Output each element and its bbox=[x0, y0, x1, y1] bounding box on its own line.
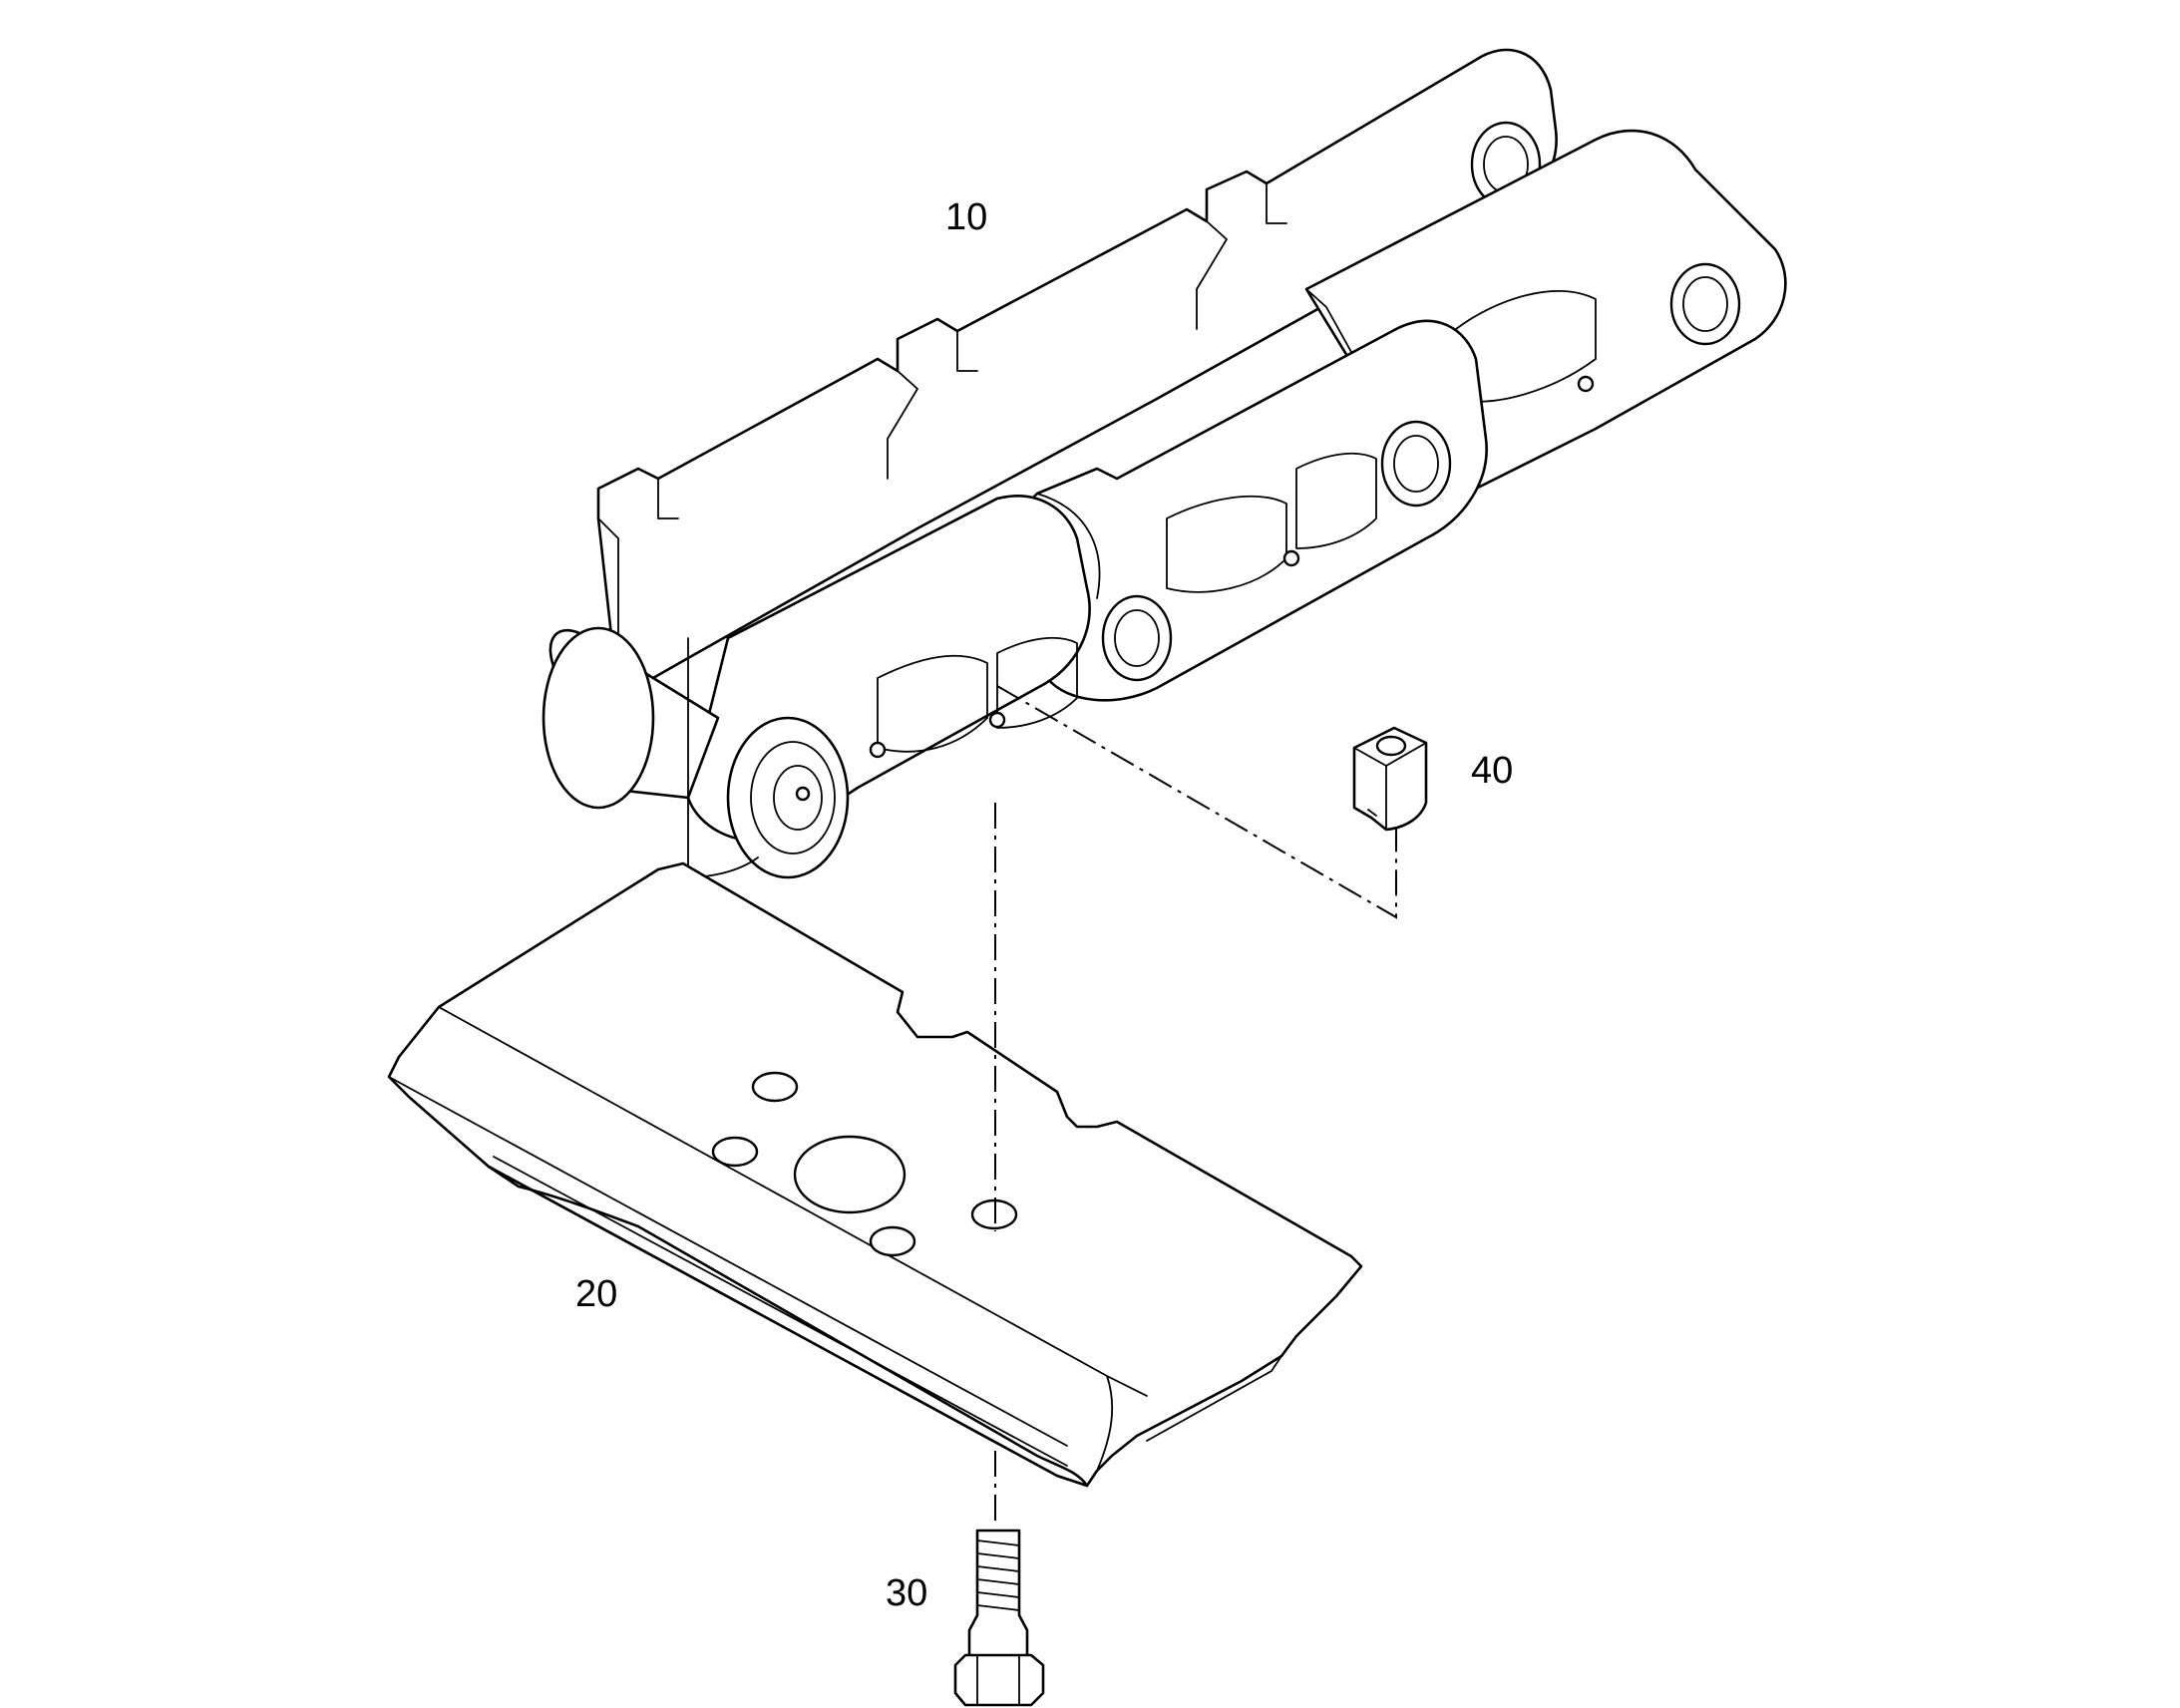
shoe-nut[interactable] bbox=[1352, 726, 1428, 832]
callout-track-shoe: 20 bbox=[575, 1273, 617, 1315]
track-chain[interactable] bbox=[542, 48, 1787, 879]
nut-leader-line bbox=[996, 685, 1397, 919]
callout-labels: 10 20 30 40 bbox=[575, 196, 1513, 1614]
chain-bushing bbox=[542, 626, 850, 879]
callout-shoe-nut: 40 bbox=[1471, 750, 1513, 792]
callout-track-chain: 10 bbox=[945, 196, 987, 238]
track-shoe[interactable] bbox=[387, 861, 1363, 1488]
assembly-centerlines bbox=[994, 685, 1397, 1526]
shoe-bolt[interactable] bbox=[953, 1529, 1045, 1707]
callout-shoe-bolt: 30 bbox=[886, 1572, 927, 1614]
